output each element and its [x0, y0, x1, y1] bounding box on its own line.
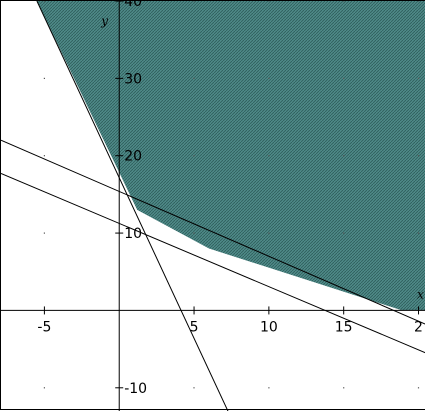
grid-dot: [268, 77, 270, 79]
grid-dot: [268, 387, 270, 389]
y-tick-label: 30: [124, 71, 142, 87]
grid-dot: [268, 232, 270, 234]
constraint-line-1: [1, 139, 425, 325]
grid-dot: [193, 232, 195, 234]
grid-dot: [417, 387, 420, 389]
grid-dot: [343, 77, 345, 79]
grid-dot: [268, 1, 270, 2]
grid-dot: [343, 232, 345, 234]
grid-dot: [343, 1, 345, 2]
constraint-line-2: [1, 173, 425, 354]
y-tick-label: 40: [124, 1, 142, 10]
grid-dot: [43, 155, 45, 157]
grid-dot: [193, 155, 195, 157]
feasible-region: [36, 1, 425, 311]
constraint-line-3: [36, 1, 229, 411]
x-tick-label: 10: [260, 319, 278, 335]
grid-dot: [343, 387, 345, 389]
y-axis-name: y: [100, 14, 108, 28]
grid-dot: [268, 155, 270, 157]
y-tick-label: 20: [124, 149, 142, 165]
grid-dot: [417, 77, 420, 79]
grid-dot: [43, 77, 45, 79]
x-tick-label: 5: [190, 319, 199, 335]
grid-dot: [417, 1, 420, 2]
grid-dot: [43, 232, 45, 234]
x-tick-label: -5: [37, 319, 51, 335]
x-axis-name: x: [417, 287, 424, 301]
x-tick-label: 2: [414, 319, 423, 335]
grid-dot: [417, 232, 420, 234]
grid-dot: [343, 155, 345, 157]
grid-dot: [193, 387, 195, 389]
y-tick-label: -10: [124, 381, 147, 397]
grid-dot: [43, 387, 45, 389]
grid-dot: [193, 1, 195, 2]
grid-dot: [193, 77, 195, 79]
grid-dot: [417, 155, 420, 157]
grid-dot: [43, 1, 45, 2]
y-tick-label: 10: [124, 226, 142, 242]
x-tick-label: 15: [335, 319, 353, 335]
